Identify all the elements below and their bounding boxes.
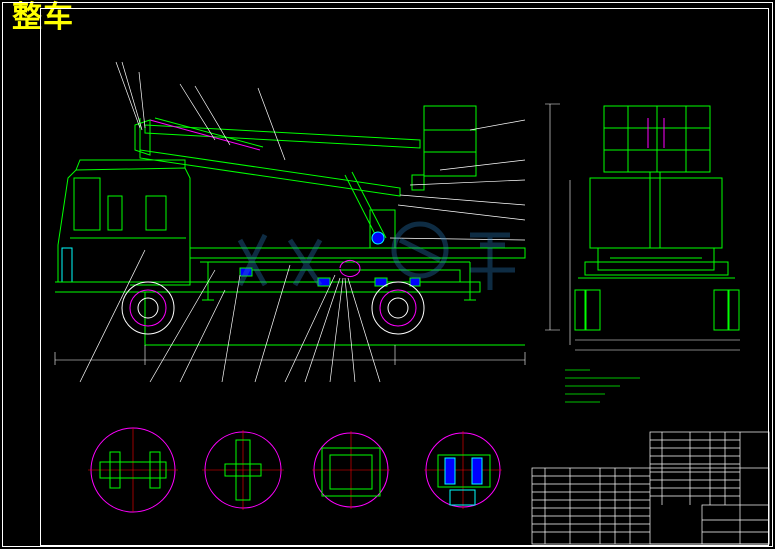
drawing-title: 整车: [12, 0, 74, 35]
inner-frame: [40, 8, 769, 546]
wheels: [121, 281, 425, 335]
hydraulic-pivot: [371, 231, 385, 245]
section-details: [88, 427, 502, 513]
technical-notes: [565, 369, 640, 403]
rear-view: [574, 105, 740, 331]
lower-boom: [139, 149, 401, 197]
main-boom: [144, 124, 421, 149]
watermark-logo-icon: [237, 221, 515, 290]
truck-chassis: [190, 247, 526, 259]
truck-cab: [57, 167, 191, 286]
title-block: [531, 431, 770, 545]
side-view: [55, 105, 526, 346]
work-basket: [423, 105, 477, 177]
dimension-lines: [54, 103, 560, 365]
